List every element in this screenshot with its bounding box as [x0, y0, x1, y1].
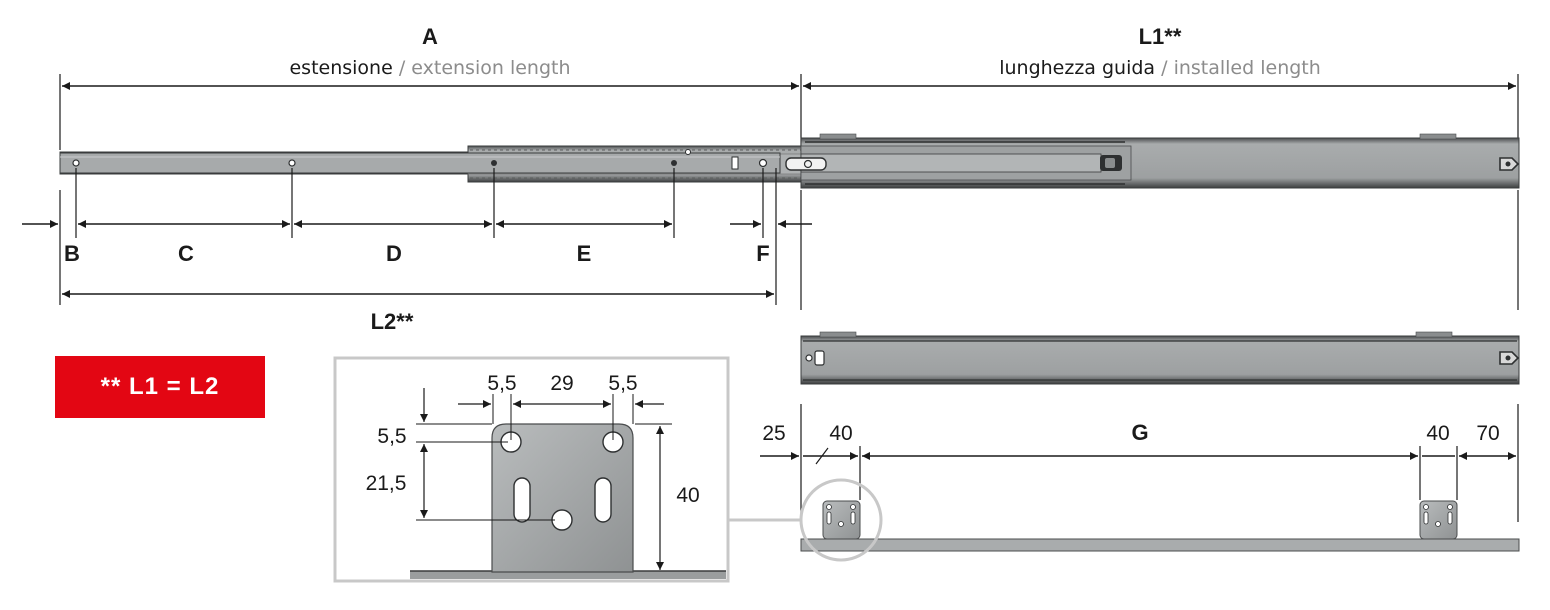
extension-dimension: A estensione / extension length: [59, 24, 802, 150]
extension-label: A: [422, 24, 438, 49]
installed-length-caption-sep: /: [1155, 57, 1173, 79]
dim-c: C: [178, 241, 194, 266]
installed-length-caption-en: installed length: [1174, 57, 1321, 79]
bracket-position-dimensions: 25 40 G 40 70: [760, 404, 1519, 522]
extension-caption-it: estensione: [289, 57, 392, 79]
extended-slide: [59, 133, 1520, 189]
extension-caption: estensione / extension length: [289, 57, 570, 79]
dim-d: D: [386, 241, 402, 266]
extension-caption-en: extension length: [411, 57, 570, 79]
installed-length-label: L1**: [1139, 24, 1182, 49]
dim-l2: L2**: [371, 309, 414, 334]
detail-dim-height: 40: [676, 484, 699, 507]
detail-dim-hole-spacing: 29: [550, 372, 573, 395]
dim-40-left: 40: [829, 422, 852, 445]
dim-b: B: [64, 241, 80, 266]
dim-40-right: 40: [1426, 422, 1449, 445]
hole-spacing-dimensions: B C D E F L2**: [22, 168, 812, 334]
l1-equals-l2-note: ** L1 = L2: [55, 356, 265, 418]
detail-dim-hole-left: 5,5: [487, 372, 516, 395]
closed-slide: [800, 331, 1520, 385]
detail-dim-hole-right: 5,5: [608, 372, 637, 395]
dim-25: 25: [762, 422, 785, 445]
detail-dim-top-offset: 5,5: [377, 425, 406, 448]
dim-70: 70: [1476, 422, 1499, 445]
dim-e: E: [577, 241, 592, 266]
dim-f: F: [756, 241, 769, 266]
installed-length-dimension: L1** lunghezza guida / installed length: [803, 24, 1519, 150]
installed-length-caption: lunghezza guida / installed length: [999, 57, 1321, 79]
slide-with-rear-brackets: [728, 478, 1520, 562]
dim-g: G: [1131, 420, 1148, 445]
bracket-detail-view: 5,5 29 5,5 5,5 21,5 40: [333, 356, 730, 583]
extension-caption-sep: /: [393, 57, 411, 79]
detail-dim-vertical-spacing: 21,5: [366, 472, 407, 495]
rear-bracket-left: [822, 500, 861, 540]
installed-length-caption-it: lunghezza guida: [999, 57, 1155, 79]
rear-bracket-right: [1419, 500, 1458, 540]
